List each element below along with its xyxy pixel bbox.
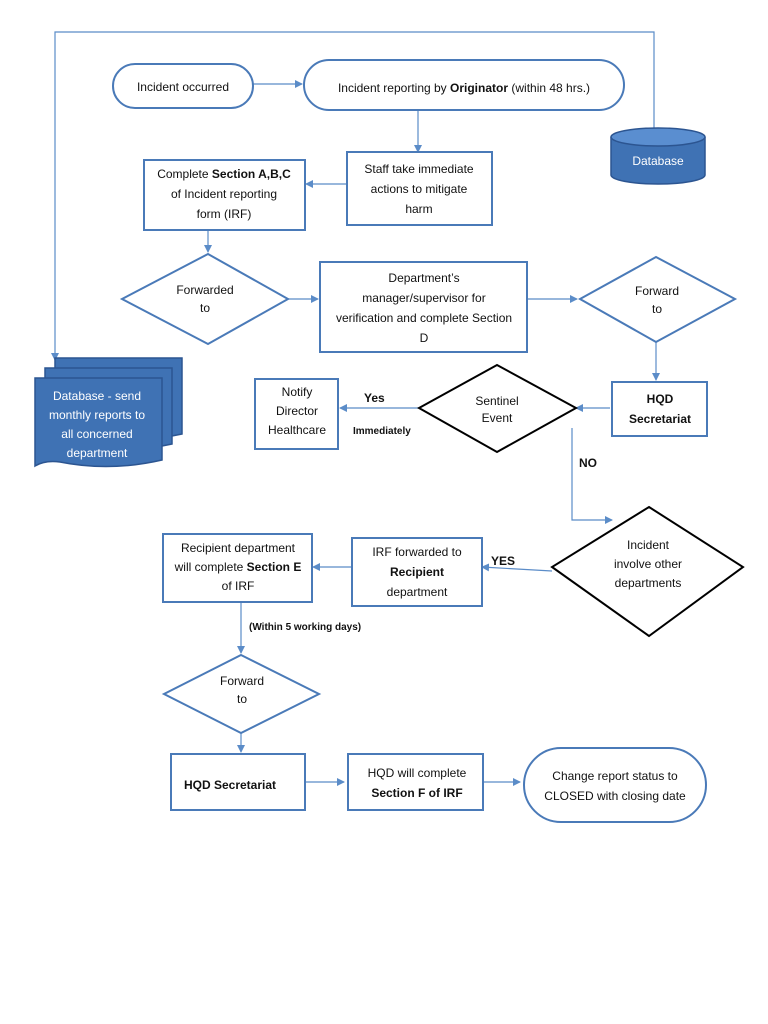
forwarded-line-2: to [200,301,210,315]
forwarded-line-1: Forwarded [176,283,233,297]
irf-forwarded-box [351,537,483,607]
complete-abc-line-2: of Incident reporting [171,187,277,201]
forward1-line-1: Forward [635,284,679,298]
forward2-line-1: Forward [220,674,264,688]
database-send-line-2: monthly reports to [49,408,145,422]
forward-to-diamond-2 [161,653,322,735]
incident-occurred-label: Incident occurred [137,80,229,94]
database-send-line-3: all concerned [61,427,132,441]
sentinel-event-diamond [416,363,579,454]
edge-label-immediately: Immediately [353,426,411,437]
department-line-2: manager/supervisor for [362,291,485,305]
edge-label-within-5-days: (Within 5 working days) [249,622,361,633]
complete-abc-line-1: Complete Section A,B,C [157,167,291,181]
notify-line-2: Director [276,404,318,418]
database-send-line-1: Database - send [53,389,141,403]
database-send-documents [34,357,183,468]
connector-database-loop [51,31,655,361]
hqd2-label: HQD Secretariat [184,778,276,792]
hqd-complete-section-f-box [347,753,484,811]
incident-occurred-node [112,63,254,109]
closed-status-node [523,747,707,823]
sentinel-line-1: Sentinel [475,394,518,408]
forward-to-diamond-1 [577,255,738,344]
database-label: Database [632,154,684,168]
notify-line-3: Healthcare [268,423,326,437]
recipient-department-box [162,533,313,603]
complete-abc-line-3: form (IRF) [197,207,252,221]
connector-sentinel-to-involve [571,428,613,524]
hqd-secretariat-box-2 [170,753,306,811]
database-send-line-4: department [67,446,128,460]
notify-director-box [254,378,339,450]
staff-actions-line-1: Staff take immediate [364,162,473,176]
connector-involve-to-irf-fwd [481,563,553,572]
hqd-complete-line-1: HQD will complete [368,766,467,780]
recipient-line-1: Recipient department [181,541,296,555]
incident-reporting-node [303,59,625,111]
irf-forwarded-line-2: Recipient [390,565,444,579]
department-line-1: Department’s [388,271,459,285]
notify-line-1: Notify [282,385,313,399]
department-line-4: D [420,331,429,345]
forwarded-to-diamond [119,252,291,346]
recipient-line-2: will complete Section E [174,560,302,574]
edge-label-no: NO [579,456,597,470]
irf-forwarded-line-1: IRF forwarded to [372,545,462,559]
recipient-line-3: of IRF [222,579,255,593]
hqd-secretariat-box-1 [611,381,708,437]
involve-line-2: involve other [614,557,682,571]
hqd1-line-2: Secretariat [629,412,691,426]
department-manager-box [319,261,528,353]
closed-line-1: Change report status to [552,769,678,783]
hqd-complete-line-2: Section F of IRF [371,786,462,800]
edge-label-yes-caps: YES [491,554,515,568]
staff-actions-line-3: harm [405,202,432,216]
complete-section-abc-box [143,159,306,231]
incident-reporting-label: Incident reporting by Originator (within… [338,81,590,95]
irf-forwarded-line-3: department [387,585,448,599]
edge-label-yes: Yes [364,391,385,405]
staff-actions-box [346,151,493,226]
involve-line-1: Incident [627,538,670,552]
involve-departments-diamond [550,505,745,638]
involve-line-3: departments [615,576,682,590]
forward2-line-2: to [237,692,247,706]
staff-actions-line-2: actions to mitigate [371,182,468,196]
database-cylinder [610,127,706,185]
forward1-line-2: to [652,302,662,316]
hqd1-line-1: HQD [647,392,674,406]
sentinel-line-2: Event [482,411,513,425]
department-line-3: verification and complete Section [336,311,512,325]
closed-line-2: CLOSED with closing date [544,789,686,803]
